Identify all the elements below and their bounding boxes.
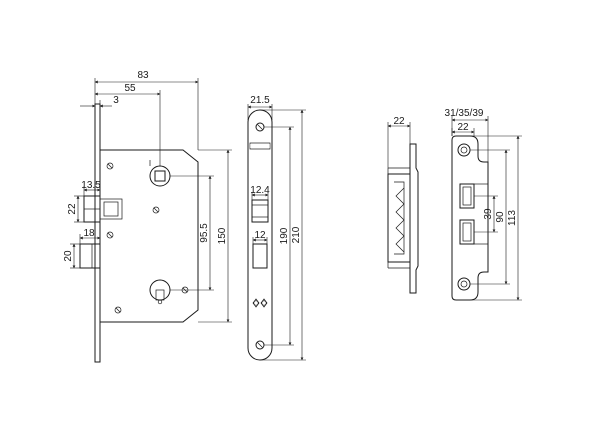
lock-body-view: 83 55 3 13.5 22 18 20 95.5 (63, 70, 232, 363)
dim-strike-slot-b: 90 (495, 211, 506, 223)
bolt-slot (252, 243, 268, 269)
cylinder-holes (252, 298, 268, 308)
follower-hub (149, 165, 171, 187)
strike-box-view: 22 (387, 116, 419, 294)
dim-strike-slot-a: 39 (483, 208, 494, 220)
dim-backset: 55 (124, 83, 136, 94)
dim-faceplate-length: 210 (291, 226, 302, 243)
dim-faceplate-width: 21.5 (250, 95, 270, 106)
dim-bolt-height: 20 (63, 250, 74, 262)
dim-strike-backset-options: 31/35/39 (445, 108, 484, 119)
dim-strike-plate-length: 113 (507, 210, 518, 226)
dim-latch-height: 22 (67, 203, 78, 215)
brand-mark-box (249, 142, 271, 150)
dim-overall-width: 83 (137, 70, 149, 81)
case-screw-top-left (106, 162, 114, 170)
strike-screw-top (457, 143, 471, 157)
case-screw-mid-left (106, 231, 114, 239)
case-screw-center (152, 206, 160, 214)
dim-screw-spacing: 190 (279, 227, 290, 244)
faceplate-view: BONOMI 21.5 12.4 12 190 (247, 95, 306, 361)
strike-box-flange (409, 143, 419, 294)
lock-faceplate-strip (94, 103, 101, 363)
strike-bolt-slot (459, 219, 475, 245)
dim-case-height: 150 (217, 227, 228, 244)
strike-screw-bottom (457, 277, 471, 291)
dim-faceplate-thickness: 3 (113, 95, 119, 106)
dim-strike-box-depth: 22 (393, 116, 405, 127)
dim-bolt-slot-width: 12 (254, 230, 266, 241)
strike-plate-view: 31/35/39 22 39 90 113 (445, 108, 522, 301)
dead-bolt (79, 243, 101, 269)
strike-box-profile (387, 173, 411, 263)
dim-strike-plate-width: 22 (457, 122, 469, 133)
brand-mark: BONOMI (250, 144, 270, 150)
latch-inner (99, 198, 123, 220)
case-screw-bottom-left (114, 306, 122, 314)
strike-latch-slot (459, 183, 475, 209)
dim-latch-projection: 13.5 (81, 180, 101, 191)
lock-case-outline (99, 149, 199, 323)
latch-slot (251, 199, 269, 223)
dim-bolt-projection: 18 (83, 228, 95, 239)
dim-center-distance: 95.5 (199, 223, 210, 243)
strike-box-serrations (395, 187, 405, 253)
dim-latch-slot-width: 12.4 (250, 185, 270, 196)
